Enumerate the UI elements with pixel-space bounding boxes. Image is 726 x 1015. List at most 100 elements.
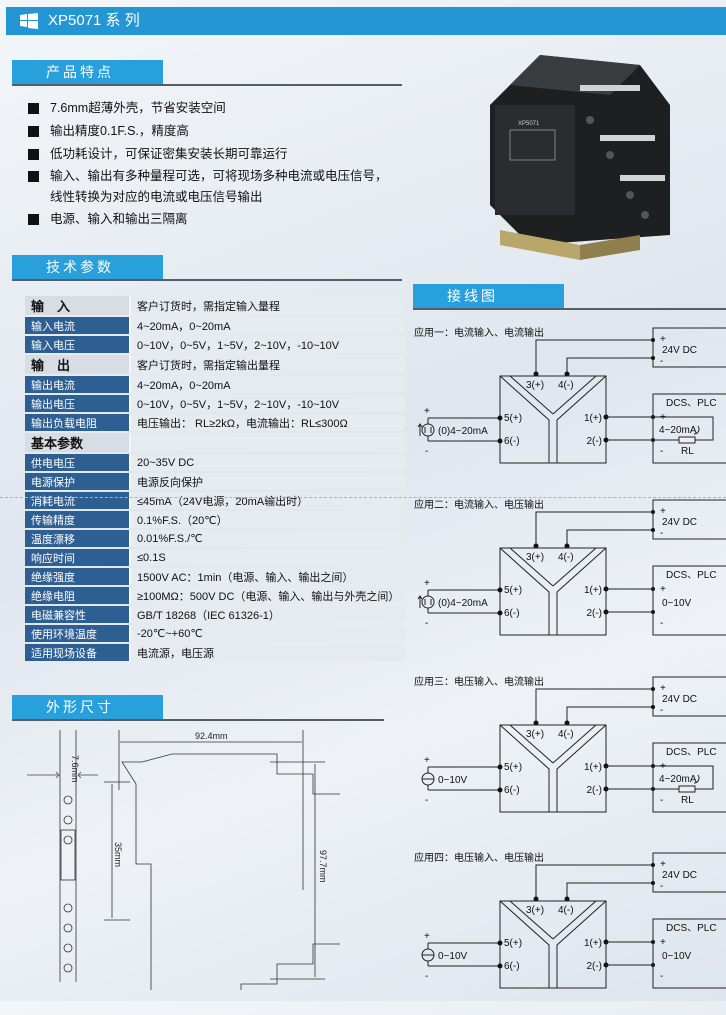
diagram-line (104, 781, 130, 921)
diagram-line (606, 941, 653, 966)
spec-value: 20~35V DC (131, 454, 406, 471)
power-label: 24V DC (662, 694, 697, 705)
power-label: 24V DC (662, 345, 697, 356)
diagram-line (427, 417, 500, 442)
diagram-line (499, 900, 607, 988)
diagram-line (535, 511, 653, 546)
dcs-box (652, 565, 726, 636)
diagram-line (533, 543, 539, 549)
spec-value: 客户订货时，需指定输出量程 (131, 355, 406, 374)
dcs-label: DCS、PLC (666, 570, 717, 581)
features-section-header: 产品特点 (12, 60, 402, 86)
diagram-line (535, 688, 653, 723)
length-label: 92.4mm (195, 731, 228, 741)
diagram-title: 应用二：电流输入、电压输出 (414, 498, 544, 511)
spec-value: 0~10V，0~5V，1~5V，2~10V，-10~10V (131, 395, 406, 412)
diagram-line (533, 338, 655, 377)
dcs-label: DCS、PLC (666, 747, 717, 758)
diagram-label: - (660, 356, 663, 367)
output-label: 4~20mA (659, 425, 697, 436)
diagram-line (606, 588, 653, 613)
diagram-line (427, 942, 500, 967)
spec-label: 适用现场设备 (25, 644, 131, 661)
diagram-label: + (660, 937, 666, 948)
diagram-label: 应用二：电流输入、电压输出 (414, 498, 544, 511)
diagram-label: 1(+) (584, 762, 602, 773)
diagram-label: - (660, 446, 663, 457)
diagram-label: 5(+) (504, 938, 522, 949)
diagram-label: 2(-) (586, 436, 602, 447)
wiring-diagram: 应用四：电压输入、电压输出+24V DC-3(+)4(-)5(+)6(-)1(+… (414, 851, 726, 989)
spec-label: 供电电压 (25, 454, 131, 471)
diagram-line (497, 787, 503, 793)
spec-row: 基本参数 (25, 433, 406, 452)
diagram-line (499, 375, 607, 463)
diagram-line (20, 13, 38, 29)
diagram-label: + (660, 506, 666, 517)
diagram-label: + (424, 406, 430, 417)
diagram-title: 应用一：电流输入、电流输出 (414, 326, 544, 339)
spec-label: 传输精度 (25, 511, 131, 528)
spec-value: 0~10V，0~5V，1~5V，2~10V，-10~10V (131, 336, 406, 353)
spec-value: 0.01%F.S./℃ (131, 530, 406, 547)
dimensions-title: 外形尺寸 (12, 695, 163, 720)
diagram-label: + (660, 584, 666, 595)
diagram-line (497, 763, 655, 793)
diagram-label: 3(+) (526, 552, 544, 563)
diagram-label: 4(-) (558, 380, 574, 391)
power-label: 24V DC (662, 870, 697, 881)
diagram-line (497, 438, 503, 444)
input-label: (0)4~20mA (438, 426, 488, 437)
diagram-line (533, 896, 539, 902)
diagram-line (27, 771, 98, 779)
diagram-line (564, 720, 570, 726)
diagram-label: 1(+) (584, 585, 602, 596)
diagram-line (500, 230, 580, 260)
wiring-diagram: 应用二：电流输入、电压输出+24V DC-3(+)4(-)5(+)6(-)1(+… (414, 498, 726, 636)
diagram-line (417, 423, 432, 436)
product-photo: XP5071 (490, 55, 670, 260)
spec-value: 0.1%F.S.（20℃） (131, 511, 406, 528)
spec-label: 消耗电流 (25, 492, 131, 509)
diagram-line (533, 687, 655, 726)
diagram-line (499, 547, 607, 635)
diagram-label: 4(-) (558, 905, 574, 916)
diagram-line (651, 881, 655, 885)
diagram-line (427, 589, 500, 614)
diagram-line (63, 963, 73, 973)
diagram-label: - (660, 705, 663, 716)
diagram-label: 应用一：电流输入、电流输出 (414, 326, 544, 339)
diagram-label: 6(-) (504, 436, 520, 447)
diagram-line (417, 595, 432, 608)
diagram-label: 5(+) (504, 585, 522, 596)
spec-label: 电磁兼容性 (25, 606, 131, 623)
diagram-line (580, 235, 640, 260)
diagram-line (63, 923, 73, 933)
windows-logo-icon (20, 13, 38, 29)
diagram-line (270, 761, 325, 980)
spec-row: 绝缘电阻≥100MΩ：500V DC（电源、输入、输出与外壳之间） (25, 587, 406, 604)
spec-label: 输入电压 (25, 336, 131, 353)
diagram-line (533, 510, 655, 549)
input-label: (0)4~20mA (438, 598, 488, 609)
diagram-line (499, 724, 607, 812)
diagram-label: 1(+) (584, 413, 602, 424)
diagram-label: - (660, 881, 663, 892)
diagram-label: RL (681, 795, 694, 806)
diagram-label: 应用三：电压输入、电流输出 (414, 675, 544, 688)
spec-value (131, 433, 406, 452)
dimensions-section-header: 外形尺寸 (12, 695, 402, 721)
diagram-label: 2(-) (586, 608, 602, 619)
diagram-line (535, 339, 653, 374)
specs-section-header: 技术参数 (12, 255, 402, 281)
spec-label: 温度漂移 (25, 530, 131, 547)
diagram-line (580, 85, 665, 181)
spec-row: 使用环境温度-20℃~+60℃ (25, 625, 406, 642)
input-label: 0~10V (438, 775, 468, 786)
diagram-line (651, 528, 655, 532)
diagram-line (497, 940, 503, 946)
power-supply-box (652, 327, 726, 368)
diagram-line (586, 116, 649, 219)
input-label: 0~10V (438, 951, 468, 962)
